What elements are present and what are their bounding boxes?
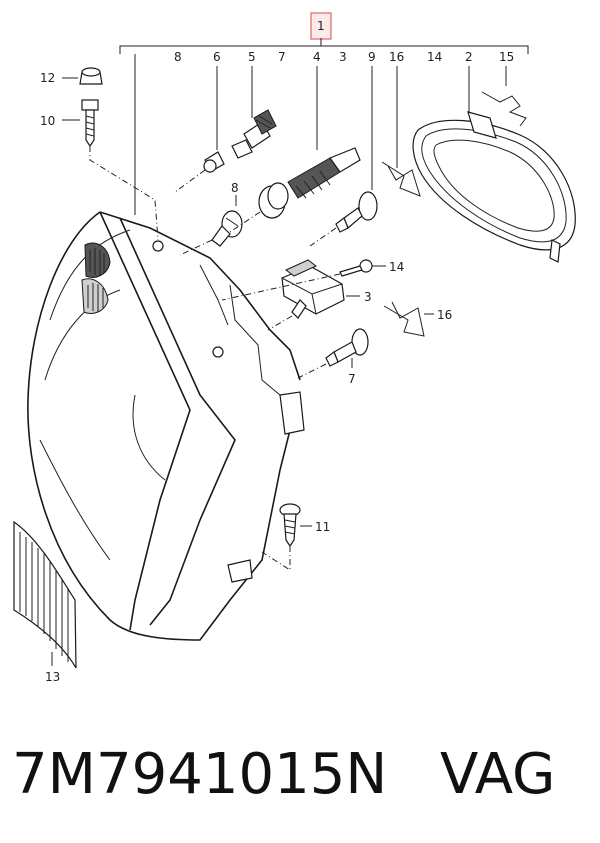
top-label-8: 8 <box>174 50 182 64</box>
screw-11 <box>279 503 301 548</box>
top-label-15: 15 <box>499 50 514 64</box>
bolt-10 <box>81 99 99 148</box>
axis-7 <box>297 363 327 379</box>
housing-screw-mid <box>212 346 224 358</box>
axis-3 <box>267 315 293 331</box>
top-label-5: 5 <box>248 50 256 64</box>
top-label-16: 16 <box>389 50 404 64</box>
axis-4 <box>229 211 261 233</box>
product-caption: 7M7941015N VAG <box>12 738 592 812</box>
clip-15 <box>481 91 527 127</box>
clip-16-bottom <box>383 301 425 337</box>
headlight-exploded-diagram: 1 8 6 5 7 4 3 9 16 14 2 15 <box>13 12 576 684</box>
top-label-9: 9 <box>368 50 376 64</box>
top-label-7: 7 <box>278 50 286 64</box>
bulb-8 <box>211 210 243 247</box>
housing-connector <box>279 391 305 435</box>
label-3: 3 <box>364 290 372 304</box>
label-13: 13 <box>45 670 60 684</box>
label-12: 12 <box>40 71 55 85</box>
label-11: 11 <box>315 520 330 534</box>
reflector-ribs <box>81 242 111 314</box>
cap-12 <box>79 67 103 85</box>
top-label-6: 6 <box>213 50 221 64</box>
assembly-label: 1 <box>317 19 325 33</box>
top-bracket-line <box>119 45 529 54</box>
label-7: 7 <box>348 372 356 386</box>
bulb-6 <box>203 151 225 173</box>
brand-name: VAG <box>440 742 556 807</box>
axis-6 <box>174 169 206 193</box>
axis-9 <box>309 227 337 247</box>
axis-10 <box>89 146 159 241</box>
top-label-2: 2 <box>465 50 473 64</box>
bulb-holder-4 <box>258 147 361 219</box>
axis-14 <box>221 273 341 301</box>
top-label-3: 3 <box>339 50 347 64</box>
bulb-9 <box>335 191 378 233</box>
bulb-7 <box>325 328 369 367</box>
label-14: 14 <box>389 260 404 274</box>
label-10: 10 <box>40 114 55 128</box>
axis-8 <box>179 239 213 256</box>
cover-2 <box>412 111 576 263</box>
label-16: 16 <box>437 308 452 322</box>
housing-screw-top <box>152 240 164 252</box>
part-number: 7M7941015N <box>12 742 388 807</box>
top-label-4: 4 <box>313 50 321 64</box>
label-8: 8 <box>231 181 239 195</box>
adjuster-motor-3 <box>281 259 345 319</box>
grille-13 <box>13 520 77 669</box>
socket-5 <box>231 109 277 159</box>
clip-16-top <box>381 161 421 197</box>
top-label-14: 14 <box>427 50 442 64</box>
headlight-housing <box>27 211 301 641</box>
housing-bottom-tab <box>227 559 253 583</box>
screw-14 <box>339 259 373 277</box>
axis-11 <box>261 546 291 571</box>
